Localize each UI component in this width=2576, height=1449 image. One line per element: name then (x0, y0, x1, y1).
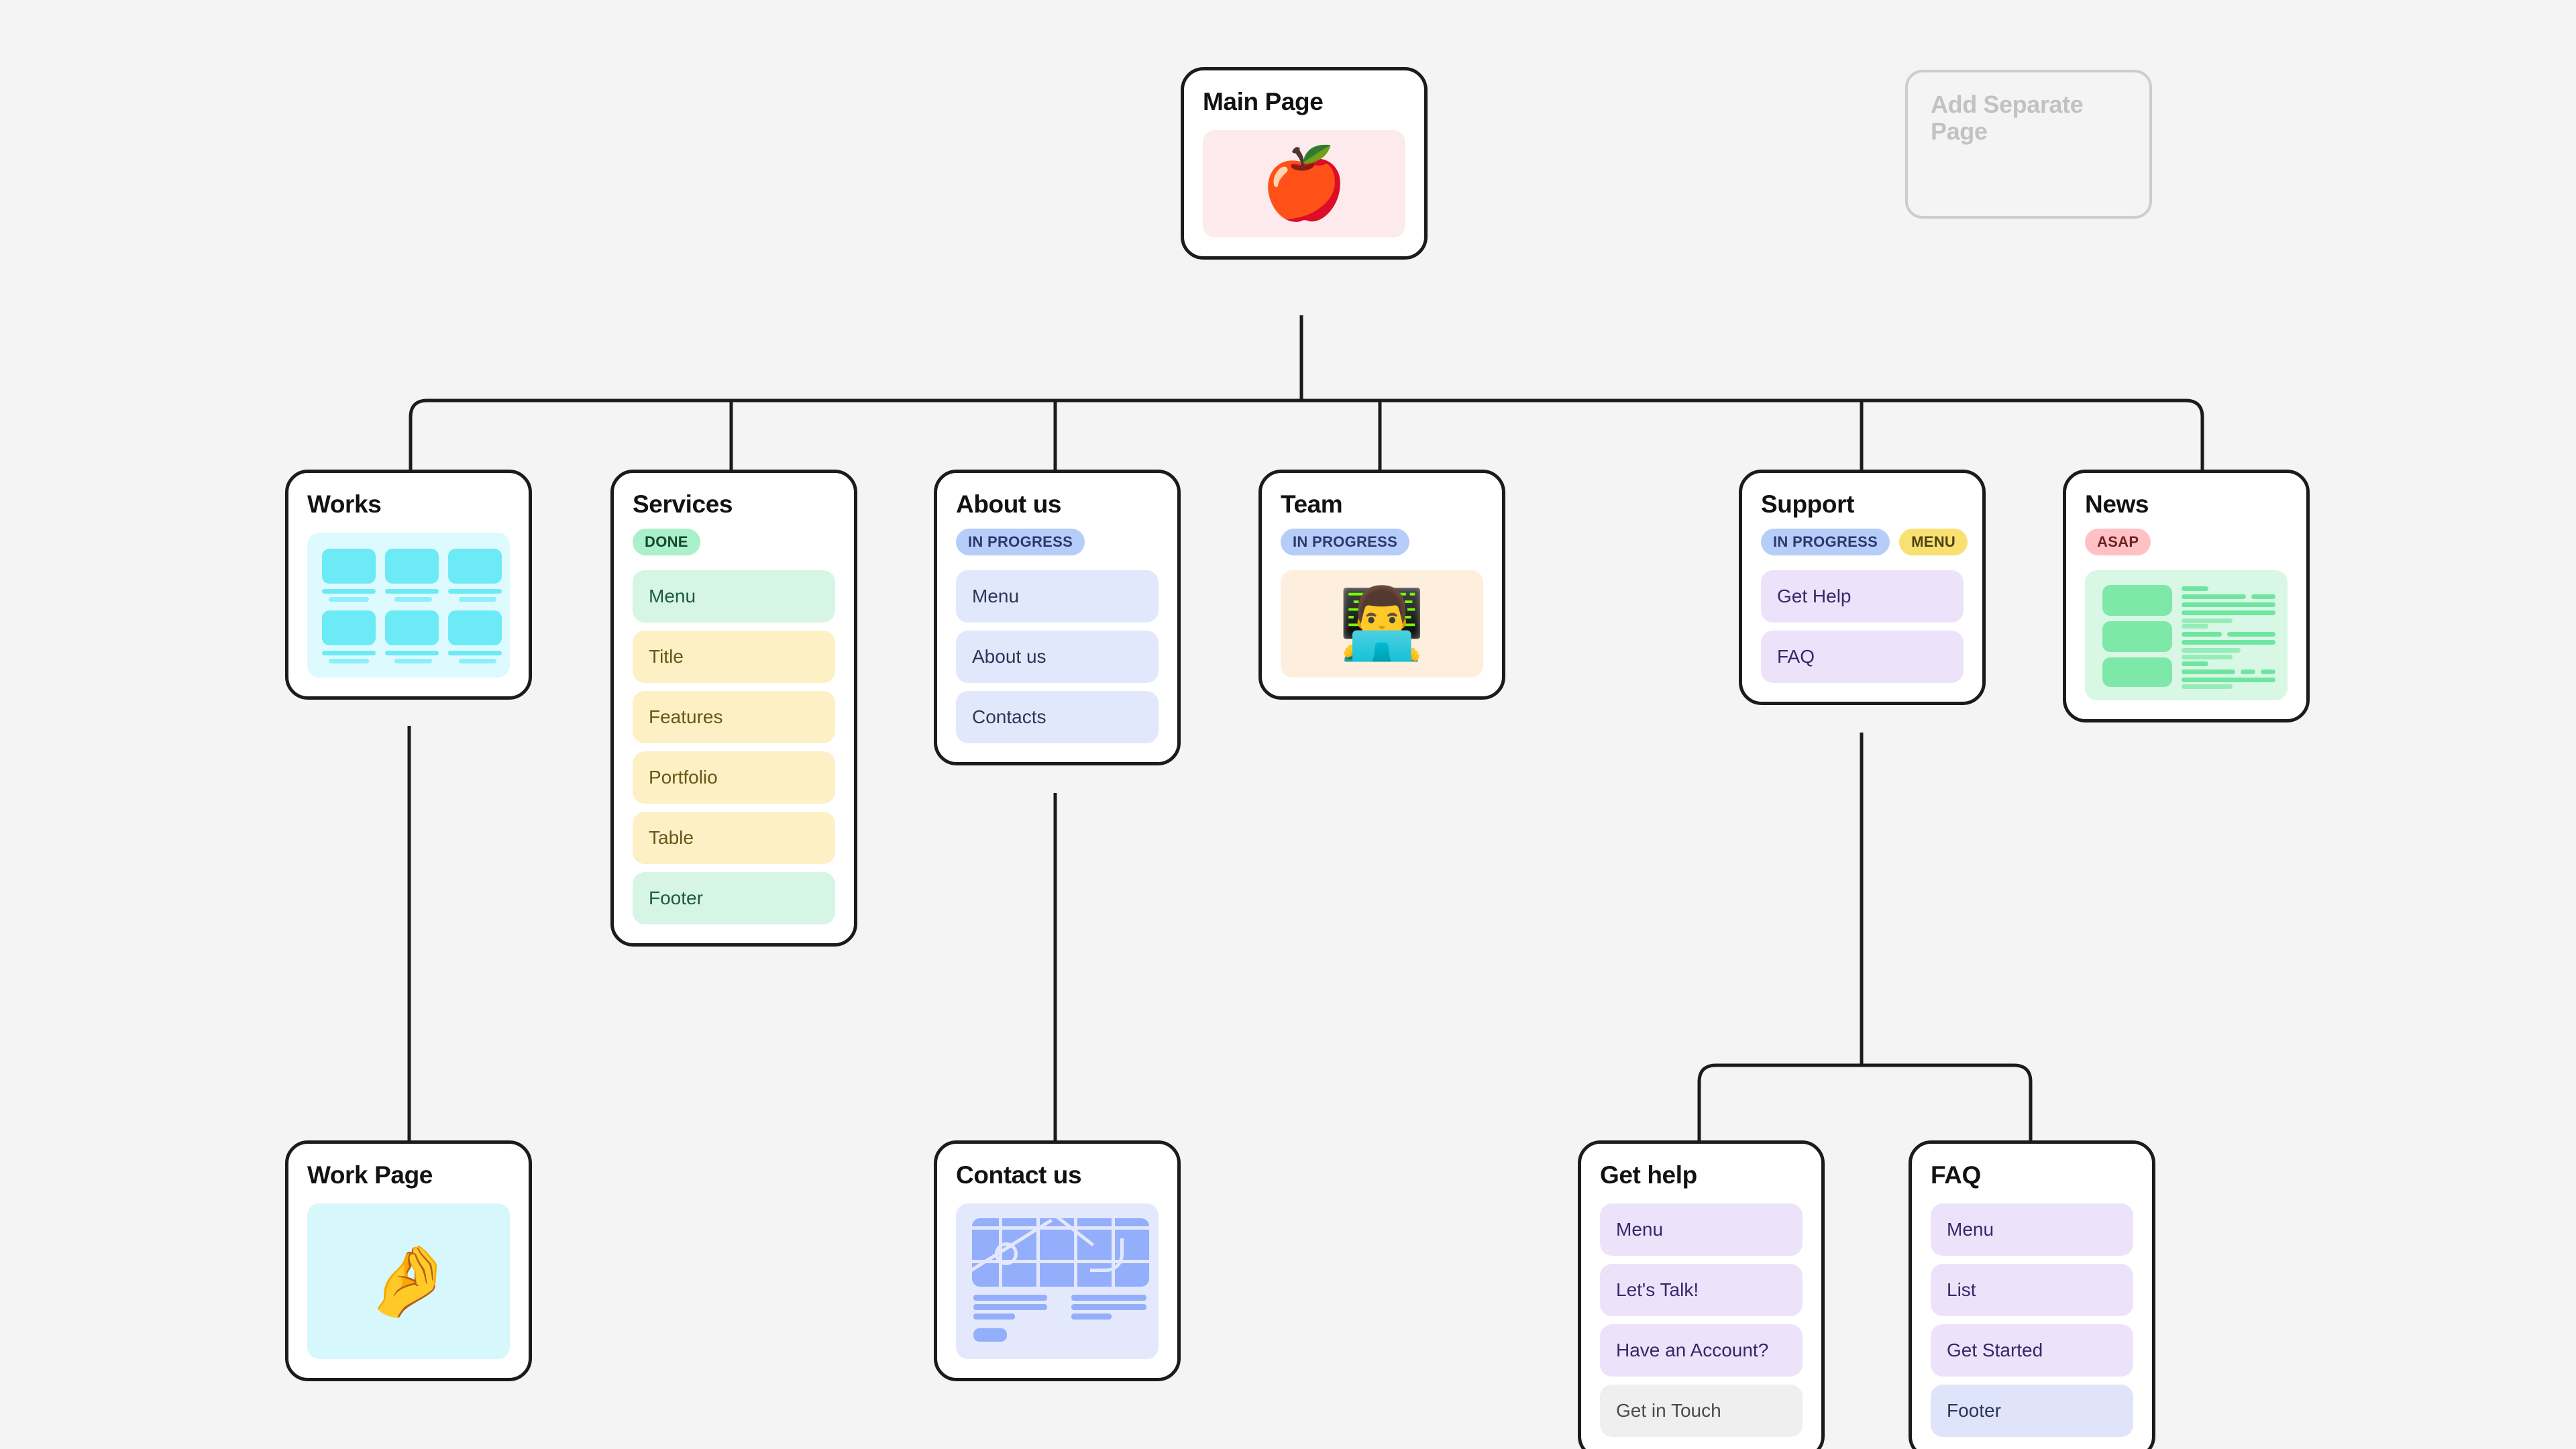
status-badges: ASAP (2085, 529, 2288, 556)
section-row[interactable]: Menu (1931, 1203, 2133, 1256)
card-title: Get help (1600, 1161, 1697, 1189)
status-badge[interactable]: IN PROGRESS (1761, 529, 1890, 556)
card-faq[interactable]: FAQ Menu List Get Started Footer (1909, 1140, 2155, 1449)
card-title: Work Page (307, 1161, 433, 1189)
section-row[interactable]: Footer (633, 872, 835, 925)
section-row[interactable]: Contacts (956, 691, 1159, 744)
status-badges: IN PROGRESS MENU (1761, 529, 1968, 556)
card-title: Services (633, 490, 733, 518)
section-row[interactable]: Title (633, 631, 835, 684)
section-row[interactable]: Have an Account? (1600, 1324, 1803, 1377)
news-list-wireframe-thumbnail (2085, 570, 2288, 701)
add-separate-page-placeholder[interactable]: Add Separate Page (1905, 70, 2152, 219)
section-row[interactable]: Menu (633, 570, 835, 623)
card-title: Support (1761, 490, 1855, 518)
card-support[interactable]: Support IN PROGRESS MENU Get Help FAQ (1739, 470, 1986, 706)
pinched-fingers-emoji: 🤌 (365, 1242, 452, 1321)
section-rows: Menu List Get Started Footer (1931, 1203, 2133, 1438)
status-badge[interactable]: DONE (633, 529, 700, 556)
status-badge[interactable]: MENU (1899, 529, 1968, 556)
person-at-laptop-emoji: 👨‍💻 (1338, 585, 1426, 663)
section-row[interactable]: Footer (1931, 1385, 2133, 1438)
section-row[interactable]: List (1931, 1264, 2133, 1317)
card-about-us[interactable]: About us IN PROGRESS Menu About us Conta… (934, 470, 1181, 766)
map-wireframe-thumbnail (956, 1203, 1159, 1360)
section-rows: Menu About us Contacts (956, 570, 1159, 744)
status-badges: IN PROGRESS (1281, 529, 1483, 556)
section-row[interactable]: Get in Touch (1600, 1385, 1803, 1438)
card-title: About us (956, 490, 1062, 518)
section-row[interactable]: About us (956, 631, 1159, 684)
section-row[interactable]: Get Started (1931, 1324, 2133, 1377)
person-at-laptop-emoji-thumbnail: 👨‍💻 (1281, 570, 1483, 678)
section-row[interactable]: Portfolio (633, 751, 835, 804)
card-contact-us[interactable]: Contact us (934, 1140, 1181, 1382)
card-news[interactable]: News ASAP (2063, 470, 2310, 723)
pinched-fingers-emoji-thumbnail: 🤌 (307, 1203, 510, 1360)
placeholder-title: Add Separate Page (1931, 91, 2084, 146)
status-badge[interactable]: ASAP (2085, 529, 2151, 556)
status-badge[interactable]: IN PROGRESS (956, 529, 1085, 556)
card-title: FAQ (1931, 1161, 1981, 1189)
card-title: News (2085, 490, 2149, 518)
section-rows: Menu Let's Talk! Have an Account? Get in… (1600, 1203, 1803, 1438)
apple-emoji-thumbnail: 🍎 (1203, 130, 1405, 238)
connector-support-bus (1697, 1063, 2033, 1140)
section-row[interactable]: Get Help (1761, 570, 1964, 623)
card-services[interactable]: Services DONE Menu Title Features Portfo… (610, 470, 857, 947)
section-rows: Get Help FAQ (1761, 570, 1964, 684)
connector-main-bus (409, 398, 2204, 470)
section-row[interactable]: Menu (956, 570, 1159, 623)
card-main-page[interactable]: Main Page 🍎 (1181, 67, 1428, 260)
card-title: Contact us (956, 1161, 1082, 1189)
card-title: Works (307, 490, 382, 518)
card-get-help[interactable]: Get help Menu Let's Talk! Have an Accoun… (1578, 1140, 1825, 1449)
status-badges: IN PROGRESS (956, 529, 1159, 556)
card-title: Team (1281, 490, 1343, 518)
status-badge[interactable]: IN PROGRESS (1281, 529, 1410, 556)
card-team[interactable]: Team IN PROGRESS 👨‍💻 (1258, 470, 1505, 700)
apple-emoji: 🍎 (1260, 145, 1348, 223)
section-row[interactable]: Table (633, 812, 835, 865)
card-work-page[interactable]: Work Page 🤌 (285, 1140, 532, 1382)
section-row[interactable]: Menu (1600, 1203, 1803, 1256)
section-row[interactable]: Features (633, 691, 835, 744)
section-row[interactable]: Let's Talk! (1600, 1264, 1803, 1317)
status-badges: DONE (633, 529, 835, 556)
works-grid-wireframe-thumbnail (307, 533, 510, 678)
card-works[interactable]: Works (285, 470, 532, 700)
card-title: Main Page (1203, 88, 1324, 115)
section-rows: Menu Title Features Portfolio Table Foot… (633, 570, 835, 925)
section-row[interactable]: FAQ (1761, 631, 1964, 684)
